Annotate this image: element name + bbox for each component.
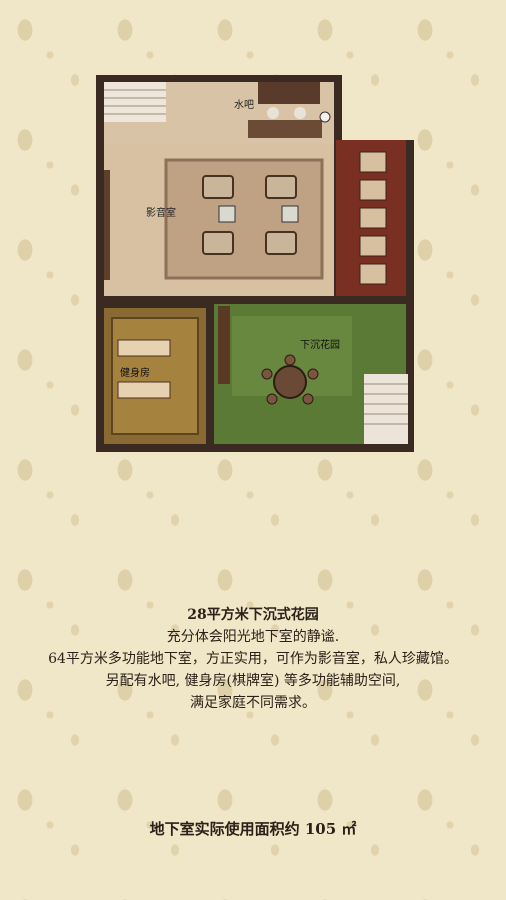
room-label-water-bar: 水吧 bbox=[234, 99, 254, 111]
bar-clock bbox=[319, 111, 331, 123]
cinema-armchair bbox=[202, 175, 234, 199]
water-bar-counter-low bbox=[248, 120, 322, 138]
description-line-auxiliary: 另配有水吧, 健身房(棋牌室) 等多功能辅助空间, bbox=[105, 673, 401, 689]
garden-chair bbox=[307, 368, 319, 380]
description-line-tranquil: 充分体会阳光地下室的静谧. bbox=[166, 629, 340, 645]
description-line-basement: 64平方米多功能地下室，方正实用，可作为影音室，私人珍藏馆。 bbox=[48, 651, 458, 667]
room-label-garden: 下沉花园 bbox=[300, 338, 340, 351]
cinema-side-table bbox=[218, 205, 236, 223]
garden-stairs bbox=[364, 374, 408, 444]
display-cabinet bbox=[359, 263, 387, 285]
gym-carpet bbox=[111, 317, 199, 435]
bar-stool bbox=[294, 107, 306, 119]
water-bar-counter bbox=[258, 82, 320, 104]
cinema-screen-wall bbox=[104, 170, 110, 280]
display-cabinet bbox=[359, 179, 387, 201]
garden-table bbox=[273, 365, 307, 399]
garden-chair bbox=[266, 393, 278, 405]
display-cabinet bbox=[359, 207, 387, 229]
stair-top bbox=[104, 82, 166, 122]
display-cabinet bbox=[359, 151, 387, 173]
basement-floor-plan: 水吧 影音室 健身房 下沉花 bbox=[96, 75, 414, 452]
garden-chair bbox=[261, 368, 273, 380]
bar-stool bbox=[267, 107, 279, 119]
garden-deck bbox=[218, 306, 230, 384]
description-line-garden: 28平方米下沉式花园 bbox=[187, 607, 319, 623]
cinema-carpet bbox=[164, 158, 324, 280]
garden-chair bbox=[302, 393, 314, 405]
gym-bench bbox=[117, 339, 171, 357]
room-label-cinema: 影音室 bbox=[146, 206, 176, 219]
description-line-needs: 满足家庭不同需求。 bbox=[190, 695, 316, 711]
cinema-armchair bbox=[202, 231, 234, 255]
display-cabinet bbox=[359, 235, 387, 257]
cinema-armchair bbox=[265, 175, 297, 199]
garden-chair bbox=[284, 354, 296, 366]
cinema-side-table bbox=[281, 205, 299, 223]
room-label-gym: 健身房 bbox=[120, 366, 150, 379]
basement-area-text: 地下室实际使用面积约 105 ㎡ bbox=[149, 820, 357, 838]
gym-bench bbox=[117, 381, 171, 399]
cinema-armchair bbox=[265, 231, 297, 255]
